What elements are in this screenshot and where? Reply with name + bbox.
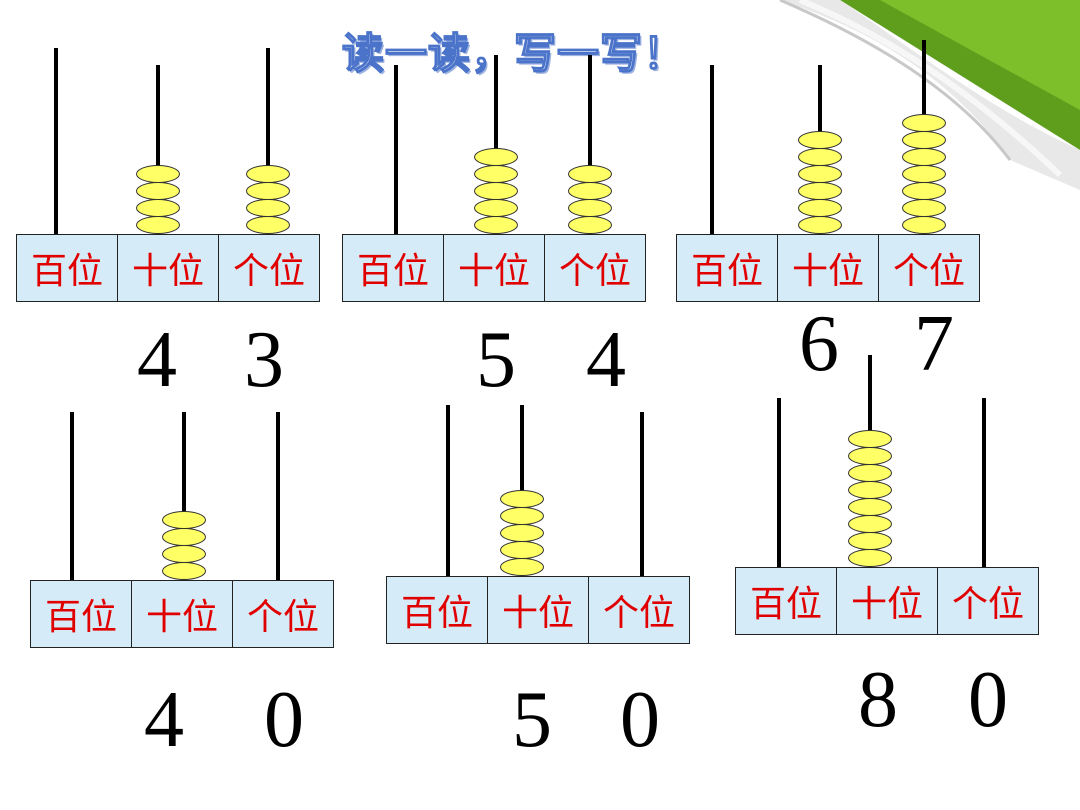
ones-rod bbox=[276, 412, 280, 580]
tens-bead[interactable] bbox=[500, 490, 544, 508]
ones-bead[interactable] bbox=[568, 165, 612, 183]
hundreds-label: 百位 bbox=[387, 577, 488, 643]
ones-label: 个位 bbox=[892, 251, 965, 292]
tens-bead[interactable] bbox=[500, 558, 544, 576]
place-value-board: 百位十位个位 bbox=[386, 576, 690, 644]
ones-bead[interactable] bbox=[902, 148, 946, 166]
ones-bead[interactable] bbox=[568, 182, 612, 200]
ones-bead[interactable] bbox=[902, 114, 946, 132]
tens-bead[interactable] bbox=[500, 541, 544, 559]
tens-bead[interactable] bbox=[474, 182, 518, 200]
ones-label: 个位 bbox=[246, 597, 319, 638]
ones-label: 个位 bbox=[951, 584, 1024, 625]
ones-rod bbox=[640, 412, 644, 576]
tens-label: 十位 bbox=[488, 577, 589, 643]
tens-bead[interactable] bbox=[798, 131, 842, 149]
ones-bead[interactable] bbox=[246, 199, 290, 217]
tens-label: 十位 bbox=[444, 235, 545, 301]
hundreds-label: 百位 bbox=[677, 235, 778, 301]
tens-bead[interactable] bbox=[474, 165, 518, 183]
tens-bead[interactable] bbox=[136, 182, 180, 200]
tens-rod bbox=[156, 65, 160, 234]
ones-rod bbox=[982, 398, 986, 567]
tens-bead[interactable] bbox=[798, 182, 842, 200]
hundreds-label: 百位 bbox=[17, 235, 118, 301]
page-curl-decoration bbox=[779, 0, 1080, 190]
hundreds-rod bbox=[70, 412, 74, 580]
tens-bead[interactable] bbox=[474, 216, 518, 234]
tens-bead[interactable] bbox=[474, 199, 518, 217]
hundreds-label: 百位 bbox=[31, 581, 132, 647]
ones-bead[interactable] bbox=[902, 131, 946, 149]
ones-bead[interactable] bbox=[902, 199, 946, 217]
tens-bead[interactable] bbox=[798, 165, 842, 183]
ones-bead[interactable] bbox=[246, 165, 290, 183]
tens-bead[interactable] bbox=[848, 532, 892, 550]
tens-bead[interactable] bbox=[848, 430, 892, 448]
hundreds-label: 百位 bbox=[736, 568, 837, 634]
ones-digit: 0 bbox=[968, 656, 1008, 744]
place-value-board: 百位十位个位 bbox=[735, 567, 1039, 635]
ones-bead[interactable] bbox=[902, 216, 946, 234]
tens-label: 十位 bbox=[132, 581, 233, 647]
tens-bead[interactable] bbox=[500, 507, 544, 525]
tens-bead[interactable] bbox=[500, 524, 544, 542]
ones-bead[interactable] bbox=[568, 216, 612, 234]
hundreds-rod bbox=[394, 65, 398, 234]
ones-digit: 4 bbox=[586, 316, 626, 404]
tens-rod bbox=[494, 55, 498, 234]
ones-label: 个位 bbox=[558, 251, 631, 292]
tens-digit: 5 bbox=[476, 316, 516, 404]
ones-rod bbox=[266, 48, 270, 234]
ones-bead[interactable] bbox=[902, 182, 946, 200]
tens-digit: 5 bbox=[512, 676, 552, 764]
place-value-board: 百位十位个位 bbox=[676, 234, 980, 302]
ones-digit: 0 bbox=[620, 676, 660, 764]
ones-bead[interactable] bbox=[246, 182, 290, 200]
tens-bead[interactable] bbox=[848, 464, 892, 482]
hundreds-rod bbox=[777, 398, 781, 567]
tens-bead[interactable] bbox=[798, 199, 842, 217]
ones-label: 个位 bbox=[602, 593, 675, 634]
tens-bead[interactable] bbox=[162, 511, 206, 529]
ones-digit: 3 bbox=[244, 316, 284, 404]
tens-bead[interactable] bbox=[136, 199, 180, 217]
tens-bead[interactable] bbox=[798, 148, 842, 166]
slide-title: 读一读，写一写！ bbox=[341, 28, 687, 79]
hundreds-label: 百位 bbox=[343, 235, 444, 301]
ones-digit: 7 bbox=[914, 300, 954, 388]
tens-bead[interactable] bbox=[798, 216, 842, 234]
tens-bead[interactable] bbox=[848, 498, 892, 516]
tens-bead[interactable] bbox=[848, 447, 892, 465]
tens-bead[interactable] bbox=[848, 515, 892, 533]
ones-bead[interactable] bbox=[246, 216, 290, 234]
tens-bead[interactable] bbox=[136, 216, 180, 234]
hundreds-rod bbox=[446, 405, 450, 576]
ones-bead[interactable] bbox=[568, 199, 612, 217]
ones-rod bbox=[588, 55, 592, 234]
ones-label: 个位 bbox=[232, 251, 305, 292]
hundreds-rod bbox=[54, 48, 58, 234]
tens-bead[interactable] bbox=[474, 148, 518, 166]
place-value-board: 百位十位个位 bbox=[30, 580, 334, 648]
ones-digit: 0 bbox=[264, 676, 304, 764]
tens-digit: 6 bbox=[799, 300, 839, 388]
hundreds-rod bbox=[710, 65, 714, 234]
place-value-board: 百位十位个位 bbox=[16, 234, 320, 302]
tens-digit: 4 bbox=[144, 676, 184, 764]
tens-label: 十位 bbox=[118, 235, 219, 301]
tens-bead[interactable] bbox=[162, 528, 206, 546]
tens-bead[interactable] bbox=[848, 549, 892, 567]
ones-bead[interactable] bbox=[902, 165, 946, 183]
tens-rod bbox=[182, 412, 186, 580]
tens-bead[interactable] bbox=[848, 481, 892, 499]
tens-digit: 8 bbox=[858, 656, 898, 744]
tens-bead[interactable] bbox=[136, 165, 180, 183]
tens-digit: 4 bbox=[137, 316, 177, 404]
tens-label: 十位 bbox=[778, 235, 879, 301]
tens-bead[interactable] bbox=[162, 545, 206, 563]
place-value-board: 百位十位个位 bbox=[342, 234, 646, 302]
tens-label: 十位 bbox=[837, 568, 938, 634]
tens-bead[interactable] bbox=[162, 562, 206, 580]
